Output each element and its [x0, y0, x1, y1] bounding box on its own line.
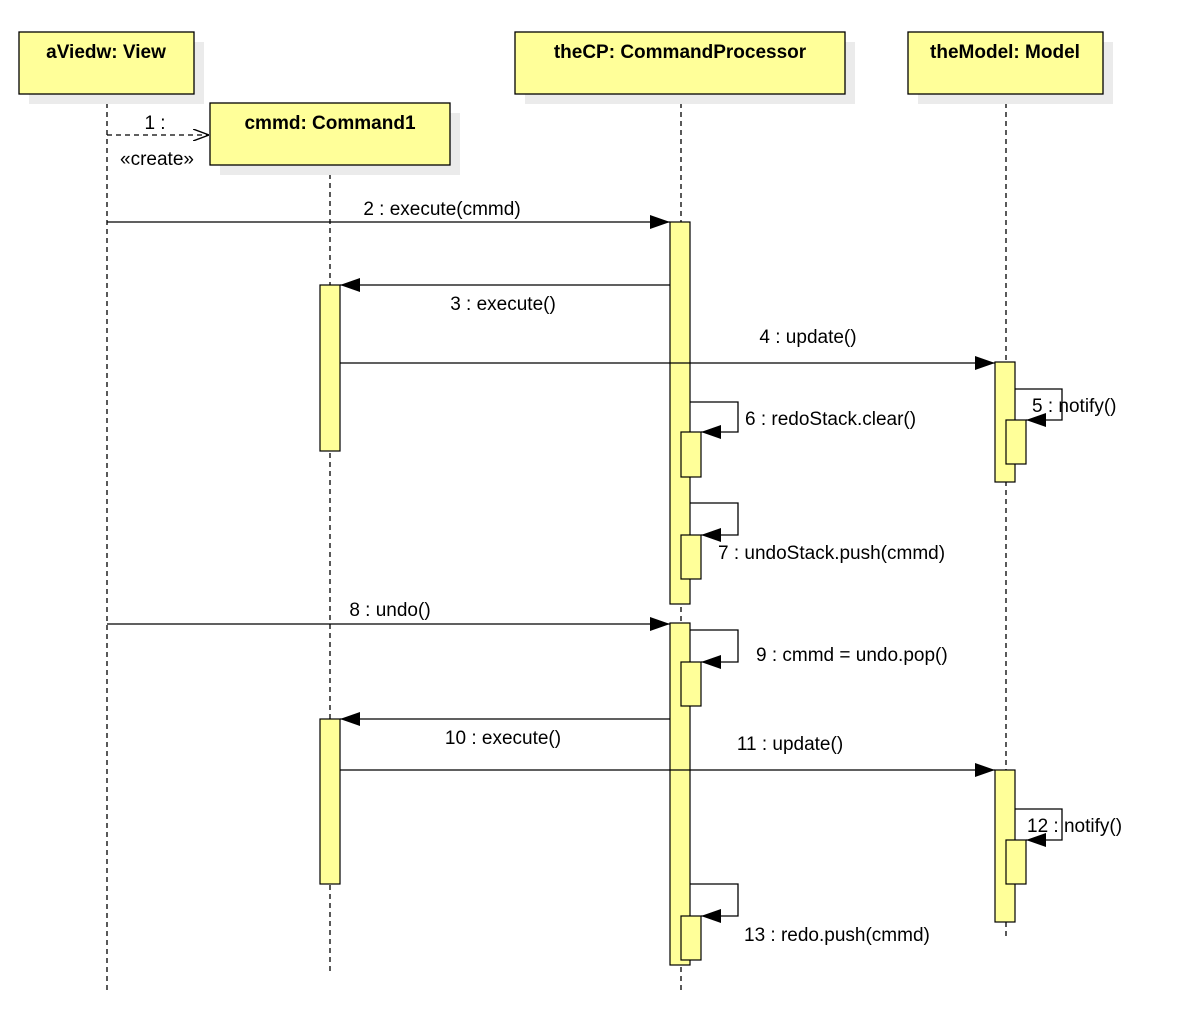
message-5-self: 5 : notify() — [1015, 388, 1116, 427]
message-label: 12 : notify() — [1027, 816, 1122, 837]
participant-view: aViedw: View — [18, 31, 204, 104]
message-4: 4 : update() — [340, 327, 995, 370]
message-9-self: 9 : cmmd = undo.pop() — [690, 629, 948, 669]
activations — [319, 221, 1027, 966]
message-12-self: 12 : notify() — [1015, 808, 1122, 847]
activation-bar — [669, 221, 691, 605]
message-13-self: 13 : redo.push(cmmd) — [690, 883, 930, 946]
message-label: 8 : undo() — [349, 600, 430, 621]
messages: 1 : «create» 2 : execute(cmmd) 3 : execu… — [107, 113, 1122, 946]
message-label: 11 : update() — [737, 734, 843, 755]
participant-model: theModel: Model — [907, 31, 1113, 104]
activation-bar — [680, 915, 702, 961]
message-2: 2 : execute(cmmd) — [107, 199, 670, 229]
lifelines — [106, 94, 1007, 990]
activation-bar — [1005, 839, 1027, 885]
message-7-self: 7 : undoStack.push(cmmd) — [690, 502, 945, 564]
participant-cmd: cmmd: Command1 — [209, 102, 460, 175]
activation-bar — [1005, 419, 1027, 465]
message-label: 4 : update() — [759, 327, 856, 348]
message-11: 11 : update() — [340, 734, 995, 777]
message-label: 2 : execute(cmmd) — [363, 199, 520, 220]
participant-label: aViedw: View — [46, 42, 166, 63]
message-3: 3 : execute() — [340, 278, 670, 315]
message-6-self: 6 : redoStack.clear() — [690, 401, 916, 439]
message-label: 13 : redo.push(cmmd) — [744, 925, 930, 946]
activation-bar — [319, 718, 341, 885]
message-label: 5 : notify() — [1032, 396, 1116, 417]
participant-label: cmmd: Command1 — [244, 113, 415, 134]
activation-bar — [319, 284, 341, 452]
message-label: 3 : execute() — [450, 294, 556, 315]
activation-bar — [669, 622, 691, 966]
activation-bar — [680, 431, 702, 478]
message-stereotype: «create» — [120, 149, 194, 170]
activation-bar — [680, 661, 702, 707]
message-10: 10 : execute() — [340, 712, 670, 749]
participant-cp: theCP: CommandProcessor — [514, 31, 855, 104]
participant-label: theCP: CommandProcessor — [554, 42, 807, 63]
message-label: 1 : — [144, 113, 165, 134]
message-1-create: 1 : «create» — [107, 113, 209, 170]
message-label: 7 : undoStack.push(cmmd) — [718, 543, 945, 564]
message-label: 9 : cmmd = undo.pop() — [756, 645, 948, 666]
activation-bar — [680, 534, 702, 580]
message-8: 8 : undo() — [107, 600, 670, 631]
message-label: 6 : redoStack.clear() — [745, 409, 916, 430]
message-label: 10 : execute() — [445, 728, 561, 749]
participant-label: theModel: Model — [930, 42, 1080, 63]
